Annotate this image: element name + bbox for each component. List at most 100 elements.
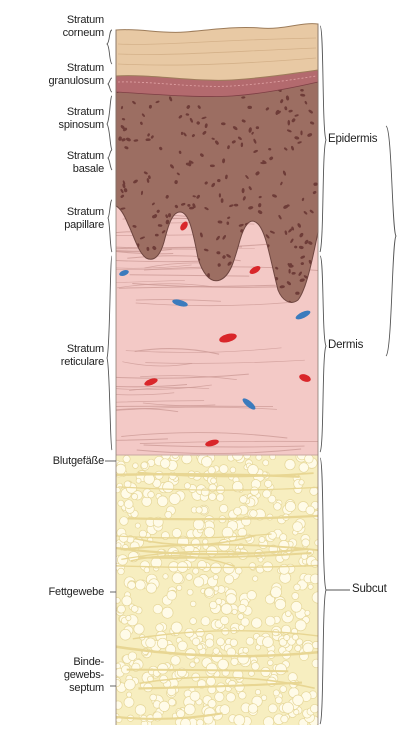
fat-cell [186, 574, 193, 581]
fat-cell [135, 523, 140, 528]
fat-cell [116, 464, 126, 474]
label-line: Stratum [0, 343, 104, 356]
label-line: gewebs- [0, 669, 104, 682]
fat-cell [148, 491, 155, 498]
label-line: Stratum [0, 206, 104, 219]
fat-cell [285, 501, 295, 511]
fat-cell [201, 617, 210, 626]
label-bindegewebsseptum: Binde- gewebs- septum [0, 656, 104, 695]
fat-cell [255, 689, 260, 694]
fat-cell [157, 496, 168, 507]
fat-cell [231, 658, 238, 665]
label-line: septum [0, 682, 104, 695]
fat-cell [291, 601, 302, 612]
fat-cell [252, 663, 260, 671]
fat-cell [190, 618, 197, 625]
fat-cell [218, 659, 229, 670]
fat-cell [169, 493, 180, 504]
fat-cell [230, 467, 236, 473]
fat-cell [220, 504, 228, 512]
fat-cell [163, 482, 174, 493]
fat-cell [268, 531, 276, 539]
fat-cell [184, 483, 190, 489]
fat-cell [305, 610, 310, 615]
fat-cell [273, 690, 279, 696]
label-stratum-granulosum: Stratum granulosum [0, 62, 104, 88]
fat-cell [115, 598, 121, 604]
nucleus [187, 204, 190, 207]
fat-cell [211, 478, 217, 484]
brace-epidermis [320, 26, 326, 252]
fat-cell [292, 634, 298, 640]
fat-cell [220, 616, 229, 625]
fat-cell [201, 488, 209, 496]
fat-cell [167, 591, 177, 601]
label-stratum-reticulare: Stratum reticulare [0, 343, 104, 369]
fat-cell [246, 637, 254, 645]
corneum-tissue [116, 24, 318, 81]
fat-cell [240, 496, 248, 504]
label-stratum-basale: Stratum basale [0, 150, 104, 176]
fat-cell [308, 584, 313, 589]
label-line: Stratum [0, 14, 104, 27]
fat-cell [312, 659, 321, 668]
fat-cell [171, 656, 181, 666]
fat-cell [124, 697, 134, 707]
fat-cell [293, 695, 304, 706]
fat-cell [163, 574, 168, 579]
fat-cell [284, 635, 290, 641]
brace-spinosum [107, 96, 112, 150]
fat-cell [239, 692, 247, 700]
fat-cell [225, 575, 234, 584]
fat-cell [197, 719, 204, 726]
fat-cell [120, 629, 131, 640]
label-blutgefaesse: Blutgefäße [0, 455, 104, 468]
label-stratum-papillare: Stratum papillare [0, 206, 104, 232]
fat-cell [118, 568, 125, 575]
fat-cell [187, 589, 193, 595]
label-stratum-spinosum: Stratum spinosum [0, 106, 104, 132]
fat-cell [248, 465, 259, 476]
fat-cell [159, 701, 169, 711]
fat-cell [226, 693, 235, 702]
fat-cell [285, 459, 295, 469]
label-line: Stratum [0, 150, 104, 163]
fat-cell [252, 618, 262, 628]
fat-cell [193, 568, 199, 574]
fat-cell [299, 480, 304, 485]
fat-cell [177, 585, 182, 590]
fat-cell [139, 530, 146, 537]
label-line: Fettgewebe [0, 586, 104, 599]
fat-cell [202, 457, 213, 468]
fat-cell [280, 686, 287, 693]
fat-cell [117, 605, 125, 613]
label-stratum-corneum: Stratum corneum [0, 14, 104, 40]
brace-dermis [320, 256, 326, 452]
fat-cell [285, 611, 291, 617]
label-line: Blutgefäße [0, 455, 104, 468]
fat-cell [299, 463, 309, 473]
fat-cell [205, 639, 213, 647]
fat-cell [165, 511, 172, 518]
fat-cell [232, 609, 237, 614]
nucleus [300, 131, 302, 136]
label-epidermis: Epidermis [328, 133, 377, 146]
label-fettgewebe: Fettgewebe [0, 586, 104, 599]
fat-cell [310, 704, 318, 712]
label-line: Stratum [0, 62, 104, 75]
fat-cell [207, 677, 216, 686]
fat-cell [184, 704, 195, 715]
fat-cell [181, 718, 191, 728]
fat-cell [162, 607, 173, 618]
fat-cell [209, 493, 217, 501]
fat-cell [193, 519, 204, 530]
fat-cell [294, 584, 301, 591]
fat-cell [192, 638, 200, 646]
label-line: Stratum [0, 106, 104, 119]
fat-cell [133, 463, 139, 469]
fat-cell [213, 575, 218, 580]
fat-cell [191, 539, 200, 548]
fat-cell [271, 587, 282, 598]
brace-basale [108, 150, 112, 170]
fat-cell [194, 658, 199, 663]
